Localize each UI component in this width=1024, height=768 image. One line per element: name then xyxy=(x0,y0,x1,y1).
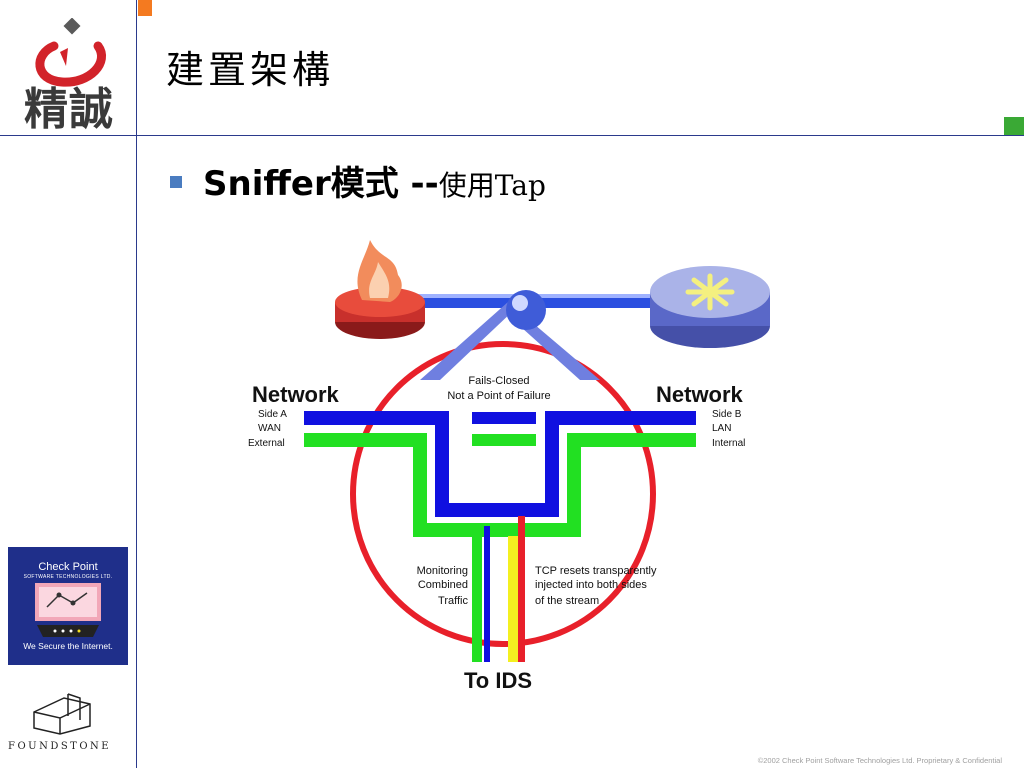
ids-yellow-line xyxy=(508,536,518,662)
monitoring-label-2: Combined xyxy=(418,579,468,591)
ids-blue-line xyxy=(484,526,490,662)
network-b-title: Network xyxy=(656,382,744,407)
router-icon xyxy=(650,266,770,348)
checkpoint-logo: Check Point SOFTWARE TECHNOLOGIES LTD. W… xyxy=(8,547,128,665)
network-a-line3: External xyxy=(248,438,285,449)
monitoring-label-3: Traffic xyxy=(438,595,468,607)
monitoring-label-1: Monitoring xyxy=(417,565,468,577)
firewall-icon xyxy=(335,240,425,339)
footer-copyright: ©2002 Check Point Software Technologies … xyxy=(757,756,1002,765)
bullet-marker xyxy=(170,176,182,188)
bullet-sub-text: 使用Tap xyxy=(438,169,546,202)
fail-closed-circle xyxy=(350,341,656,647)
tap-sphere-icon xyxy=(506,290,546,330)
network-a-line1: Side A xyxy=(258,409,287,420)
bullet-text: Sniffer模式 --使用Tap xyxy=(203,162,546,208)
network-b-line1: Side B xyxy=(712,409,742,420)
systex-logo-icon xyxy=(35,18,106,87)
orange-accent-square xyxy=(138,0,152,16)
bullet-main-text: Sniffer模式 -- xyxy=(203,164,439,204)
left-rail-line xyxy=(136,0,137,768)
tap-support-left xyxy=(420,302,514,380)
page-title: 建置架構 xyxy=(166,48,335,92)
blue-path xyxy=(304,411,696,517)
green-path xyxy=(304,433,696,537)
checkpoint-subtitle: SOFTWARE TECHNOLOGIES LTD. xyxy=(23,574,113,580)
checkpoint-slogan: We Secure the Internet. xyxy=(23,641,113,651)
fails-closed-green xyxy=(472,434,536,446)
to-ids-label: To IDS xyxy=(464,668,532,693)
network-a-title: Network xyxy=(252,382,340,407)
network-b-line3: Internal xyxy=(712,438,745,449)
logo-text: 精誠 xyxy=(24,84,114,135)
foundstone-text: FOUNDSTONE xyxy=(8,741,112,752)
ids-red-line xyxy=(518,516,525,662)
not-point-of-failure-label: Not a Point of Failure xyxy=(447,390,550,402)
sidebar-rule xyxy=(0,135,136,136)
fails-closed-label: Fails-Closed xyxy=(468,375,529,387)
ids-green-line xyxy=(472,526,482,662)
network-b-line2: LAN xyxy=(712,423,731,434)
header-rule xyxy=(136,135,1024,136)
network-a-line2: WAN xyxy=(258,423,281,434)
checkpoint-name: Check Point xyxy=(38,561,98,573)
tcp-label-1: TCP resets transparently xyxy=(535,565,657,577)
tcp-label-3: of the stream xyxy=(535,595,599,607)
fails-closed-blue xyxy=(472,412,536,424)
tap-diagram: Network Side A WAN External Network Side… xyxy=(248,240,770,693)
tap-sphere-highlight xyxy=(512,295,528,311)
tcp-label-2: injected into both sides xyxy=(535,579,647,591)
green-accent-square xyxy=(1004,117,1024,135)
checkpoint-monitor-icon xyxy=(35,583,101,637)
foundstone-logo-icon xyxy=(33,693,91,735)
